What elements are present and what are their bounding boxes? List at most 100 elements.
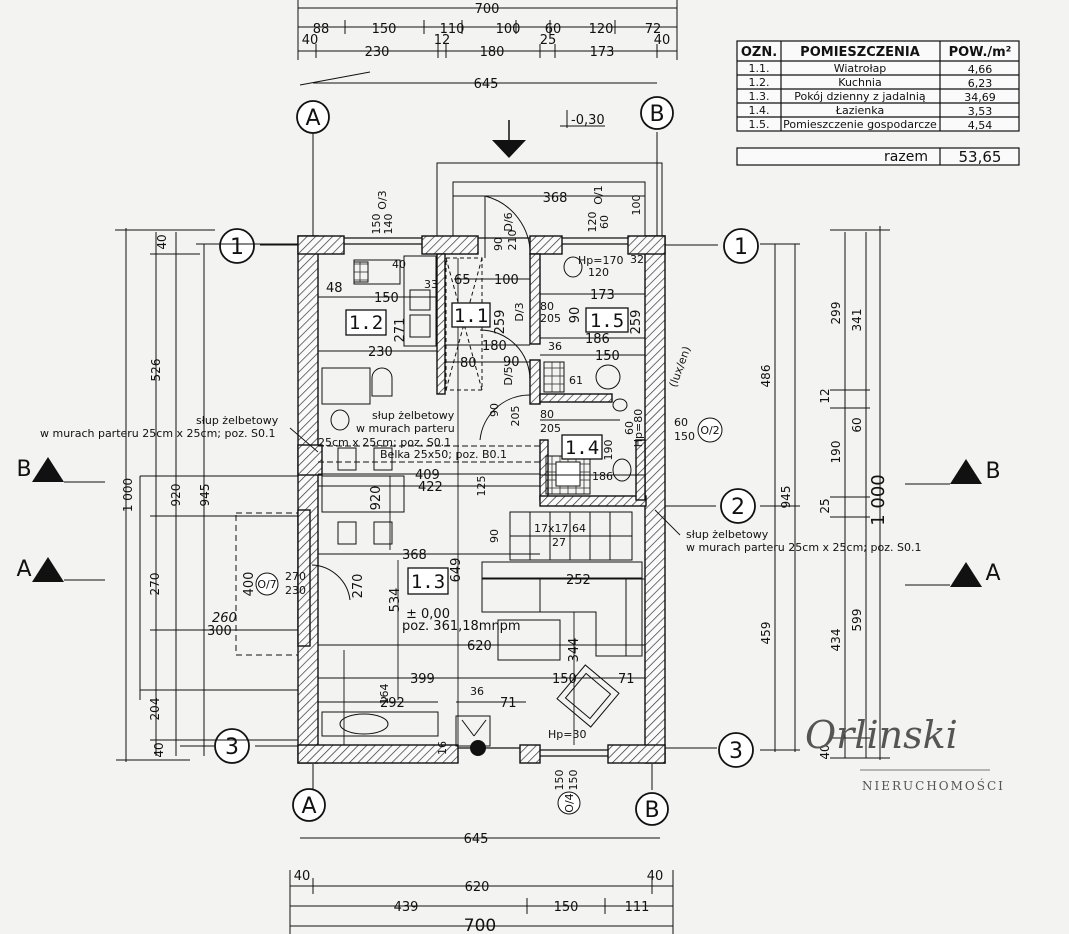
svg-text:D/6: D/6 — [502, 212, 515, 231]
room-1-4: 1.4 — [565, 437, 599, 459]
dim-right-434: 434 — [829, 629, 843, 652]
dim-bottom-620: 620 — [465, 880, 490, 895]
svg-text:25: 25 — [540, 33, 557, 48]
axis-lines — [255, 132, 718, 790]
svg-text:205: 205 — [540, 422, 561, 435]
section-b-right: B — [985, 459, 1000, 484]
table-row-name: Pomieszczenie gospodarcze — [783, 118, 937, 131]
interior-dim-lines — [318, 195, 645, 745]
room-1-5: 1.5 — [590, 310, 624, 332]
svg-text:205: 205 — [540, 312, 561, 325]
svg-text:164: 164 — [378, 684, 391, 705]
dim-left-270: 270 — [148, 573, 162, 596]
table-row-pow: 6,23 — [968, 77, 993, 90]
room-1-2: 1.2 — [349, 312, 383, 334]
dim-right-40: 40 — [818, 744, 832, 759]
table-header-ozn: OZN. — [741, 45, 777, 60]
section-markers — [64, 481, 950, 586]
svg-text:60: 60 — [674, 416, 688, 429]
dim-top-645: 645 — [474, 77, 499, 92]
svg-text:71: 71 — [618, 672, 635, 687]
dim-right-190: 190 — [829, 441, 843, 464]
svg-text:270: 270 — [351, 574, 366, 599]
dim-top-row1: 88 150 110 100 60 120 72 — [313, 22, 662, 37]
table-row-pow: 4,66 — [968, 63, 993, 76]
fixtures — [311, 195, 643, 747]
svg-text:40: 40 — [302, 33, 319, 48]
dim-bottom-645: 645 — [464, 832, 489, 847]
room-labels — [345, 302, 629, 595]
chimney-flue — [470, 740, 486, 756]
dim-top-row2: 40 230 12 180 25 173 40 — [302, 33, 671, 60]
svg-text:Belka 25x50; poz. B0.1: Belka 25x50; poz. B0.1 — [380, 448, 507, 461]
svg-text:534: 534 — [388, 588, 403, 613]
dim-bottom-total: 700 — [464, 916, 496, 934]
svg-text:150: 150 — [567, 770, 580, 791]
svg-text:O/3: O/3 — [376, 190, 389, 209]
table-row-pow: 4,54 — [968, 119, 993, 132]
dim-right-945: 945 — [779, 486, 793, 509]
svg-text:120: 120 — [586, 212, 599, 233]
svg-text:72: 72 — [645, 22, 662, 37]
room-1-1: 1.1 — [454, 305, 488, 327]
svg-text:90: 90 — [492, 237, 505, 251]
table-row-name: Łazienka — [835, 104, 884, 117]
dim-right-599: 599 — [850, 609, 864, 632]
dim-left-204: 204 — [148, 698, 162, 721]
area-table — [736, 40, 1020, 166]
svg-text:150: 150 — [374, 291, 399, 306]
svg-text:71: 71 — [500, 696, 517, 711]
svg-text:100: 100 — [496, 22, 521, 37]
table-row-name: Wiatrołap — [834, 62, 887, 75]
svg-text:O/2: O/2 — [700, 424, 719, 437]
section-b-left: B — [16, 457, 31, 482]
svg-text:48: 48 — [326, 281, 343, 296]
svg-text:140: 140 — [382, 214, 395, 235]
svg-text:Hp=30: Hp=30 — [548, 728, 586, 741]
svg-text:32: 32 — [630, 253, 644, 266]
svg-text:300: 300 — [207, 624, 232, 639]
svg-text:słup żelbetowy: słup żelbetowy — [196, 414, 279, 427]
table-row-pow: 3,53 — [968, 105, 993, 118]
dim-left-1000: 1 000 — [121, 478, 135, 512]
svg-text:16: 16 — [436, 741, 449, 755]
dim-right-12: 12 — [818, 388, 832, 403]
svg-text:12: 12 — [434, 33, 451, 48]
svg-text:17x17,64: 17x17,64 — [534, 522, 586, 535]
svg-text:205: 205 — [509, 406, 522, 427]
svg-text:40: 40 — [654, 33, 671, 48]
svg-text:D/3: D/3 — [513, 302, 526, 321]
table-row-name: Pokój dzienny z jadalnią — [794, 90, 926, 103]
svg-text:88: 88 — [313, 22, 330, 37]
dim-right-1000: 1 000 — [868, 474, 889, 526]
table-row-pow: 34,69 — [964, 91, 996, 104]
notes: słup żelbetowy w murach parteru 25cm x 2… — [40, 409, 921, 554]
svg-text:150: 150 — [552, 672, 577, 687]
svg-text:D/5: D/5 — [502, 366, 515, 385]
svg-text:150: 150 — [674, 430, 695, 443]
dim-left-526: 526 — [149, 359, 163, 382]
svg-text:344: 344 — [567, 638, 582, 663]
table-row-ozn: 1.5. — [749, 118, 770, 131]
svg-text:120: 120 — [589, 22, 614, 37]
svg-text:260: 260 — [212, 611, 237, 626]
dim-bottom-40a: 40 — [294, 869, 311, 884]
svg-text:292: 292 — [380, 696, 405, 711]
interior-dims: 368 O/3 150 140 D/6 90 210 O/1 120 60 10… — [207, 185, 723, 815]
dim-bottom-40b: 40 — [647, 869, 664, 884]
table-total-label: razem — [884, 149, 928, 165]
axis-a-top: A — [305, 106, 320, 131]
table-row-ozn: 1.4. — [749, 104, 770, 117]
svg-text:173: 173 — [590, 288, 615, 303]
svg-text:252: 252 — [566, 573, 591, 588]
svg-text:186: 186 — [592, 470, 613, 483]
svg-text:40: 40 — [392, 258, 406, 271]
svg-text:słup żelbetowy: słup żelbetowy — [372, 409, 455, 422]
svg-text:O/1: O/1 — [592, 185, 605, 204]
svg-text:100: 100 — [494, 273, 519, 288]
svg-text:120: 120 — [588, 266, 609, 279]
svg-text:90: 90 — [568, 307, 583, 324]
logo-script: Orlinski — [805, 713, 958, 757]
table-row-name: Kuchnia — [838, 76, 881, 89]
svg-text:100: 100 — [630, 195, 643, 216]
